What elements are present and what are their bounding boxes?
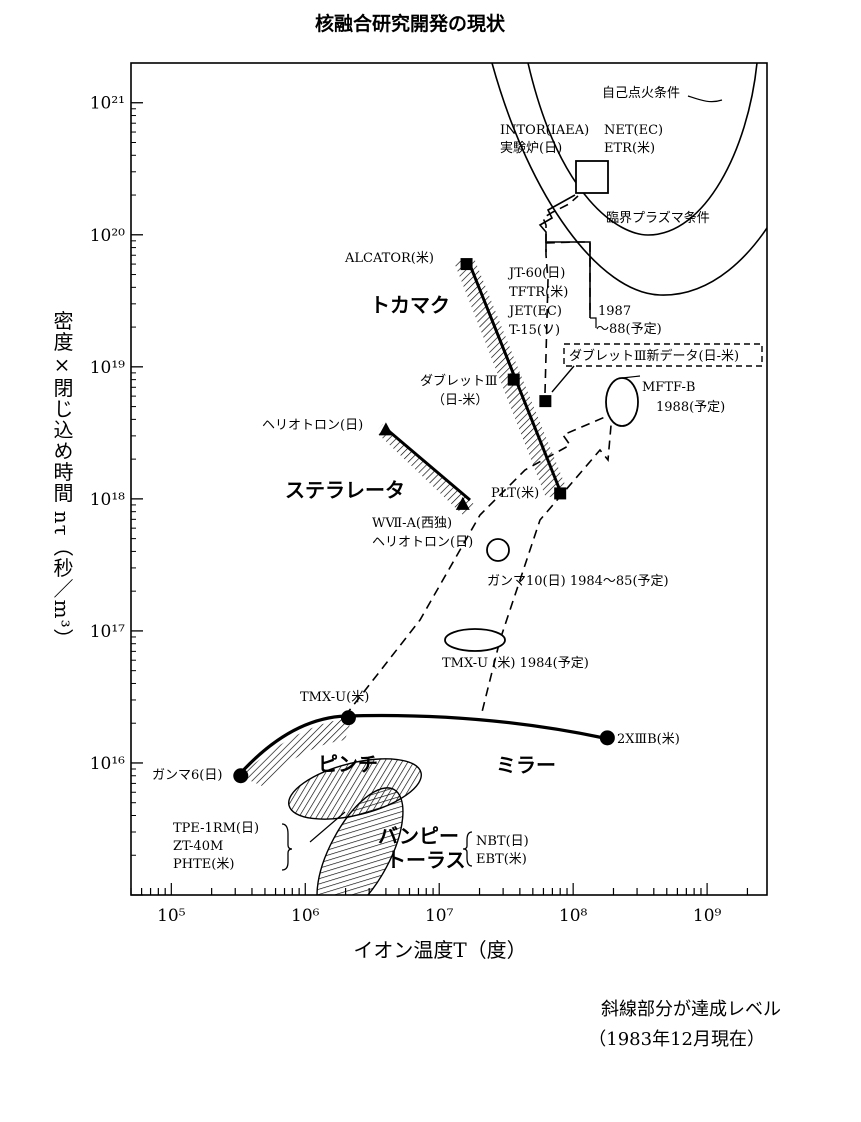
mirror-roadmap-arrow	[344, 412, 613, 717]
tokamak-group-label: トカマク	[370, 293, 450, 317]
tokamak-point	[507, 373, 520, 386]
large-tokamak-box	[547, 241, 591, 318]
w7a-label: WⅦ-A(西独)	[372, 516, 452, 531]
mftfb-leader	[621, 375, 641, 379]
gamma6-label: ガンマ6(日)	[152, 768, 222, 783]
stellarator-line	[383, 425, 471, 502]
next-reactor-square	[575, 160, 609, 194]
heliotron-label: ヘリオトロン(日)	[262, 418, 363, 433]
stellarator-point	[378, 422, 393, 436]
mftfb-ellipse	[605, 377, 639, 427]
plot-frame	[130, 62, 768, 896]
mftfb-schedule: 1988(予定)	[656, 400, 725, 415]
mirror-hatch	[240, 718, 352, 786]
x-tick-label: 10⁷	[425, 906, 454, 926]
y-tick-label: 10¹⁷	[90, 622, 125, 642]
plot-border	[130, 62, 768, 896]
heliotron-planned-label: ヘリオトロン(日)	[372, 535, 473, 550]
y-axis-label: 密度×閉じ込め時間 nτ（秒／m³）	[50, 310, 74, 650]
stellarator-point	[455, 496, 470, 510]
stellarator-group-label: ステラレータ	[285, 478, 405, 502]
mirror-point	[233, 768, 249, 784]
x-tick-label: 10⁶	[291, 906, 320, 926]
bumpy-device-2: EBT(米)	[476, 852, 527, 867]
chart-title: 核融合研究開発の現状	[315, 12, 506, 35]
mirror-point	[599, 730, 615, 746]
y-axis-ticks: 10¹⁶ 10¹⁷ 10¹⁸ 10¹⁹ 10²⁰ 10²¹	[90, 62, 143, 896]
pinch-device-1: TPE-1RM(日)	[173, 821, 259, 836]
bumpy-device-1: NBT(日)	[476, 834, 529, 849]
data-markers	[233, 258, 615, 784]
ignition-leader	[687, 95, 723, 103]
ignition-label: 自己点火条件	[602, 85, 680, 101]
x-tick-label: 10⁸	[559, 906, 588, 926]
pinch-device-2: ZT-40M	[173, 839, 223, 854]
tmxu-planned-ellipse	[444, 628, 506, 652]
plt-label: PLT(米)	[491, 486, 539, 501]
tokamak-point	[460, 258, 473, 271]
doublet-new-point	[539, 395, 552, 408]
doublet3-label: ダブレットⅢ	[420, 373, 498, 389]
pinch-group-label: ピンチ	[318, 752, 378, 776]
doublet-new-label: ダブレットⅢ新データ(日-米)	[569, 348, 739, 364]
intor-label: INTOR(IAEA)	[500, 123, 589, 138]
schedule-1987: 1987	[598, 304, 631, 319]
x-tick-label: 10⁹	[693, 906, 722, 926]
pinch-brace	[281, 823, 293, 871]
large-tokamak-brace	[590, 317, 597, 328]
y-tick-label: 10¹⁶	[90, 754, 125, 774]
x-axis-ticks: 10⁵ 10⁶ 10⁷ 10⁸ 10⁹	[130, 883, 749, 926]
jet-label: JET(EC)	[507, 304, 562, 319]
pinch-device-3: PHTE(米)	[173, 857, 234, 872]
alcator-label: ALCATOR(米)	[344, 251, 434, 266]
mftfb-label: MFTF-B	[642, 380, 695, 395]
bumpy-brace	[462, 831, 473, 867]
net-label: NET(EC)	[604, 123, 663, 138]
x-axis-label: イオン温度T（度）	[353, 938, 526, 962]
y-tick-label: 10¹⁸	[90, 490, 125, 510]
condition-curves	[491, 63, 767, 296]
tokamak-point	[554, 487, 567, 500]
doublet3-country: （日-米）	[432, 393, 488, 408]
tmxu-planned-label: TMX-U (米) 1984(予定)	[442, 656, 589, 671]
hatched-note: 斜線部分が達成レベル	[601, 999, 781, 1020]
tftr-label: TFTR(米)	[509, 285, 568, 300]
t15-label: T-15(ソ)	[509, 323, 560, 338]
y-tick-label: 10²⁰	[90, 226, 125, 246]
critical-plasma-curve	[491, 63, 767, 296]
jt60-label: JT-60(日)	[507, 266, 565, 281]
critical-label: 臨界プラズマ条件	[606, 210, 710, 226]
mirror-point	[340, 710, 356, 726]
stellarator-hatch	[376, 424, 475, 515]
roadmap-zigzag	[538, 194, 576, 252]
as-of-note: （1983年12月現在）	[588, 1029, 765, 1050]
y-tick-label: 10²¹	[90, 94, 125, 114]
gamma10-label: ガンマ10(日) 1984～85(予定)	[487, 574, 669, 589]
bumpy-group-label: バンピー	[378, 824, 459, 848]
torus-group-label: トーラス	[386, 848, 466, 872]
tmxu-label: TMX-U(米)	[300, 690, 369, 705]
schedule-88: ～88(予定)	[596, 322, 662, 337]
x-tick-label: 10⁵	[157, 906, 186, 926]
doublet-new-data-leader	[551, 365, 575, 393]
mirror-group-label: ミラー	[496, 753, 556, 777]
gamma10-marker	[486, 538, 510, 562]
jikkenro-label: 実験炉(日)	[500, 140, 562, 156]
y-tick-label: 10¹⁹	[90, 358, 125, 378]
etr-label: ETR(米)	[604, 141, 655, 156]
mirror-line	[236, 713, 605, 778]
bumpy-torus-ellipse	[316, 787, 404, 895]
2x3b-label: 2ⅩⅢB(米)	[617, 732, 680, 747]
pinch-leader	[309, 811, 346, 843]
ignition-curve	[527, 63, 758, 236]
